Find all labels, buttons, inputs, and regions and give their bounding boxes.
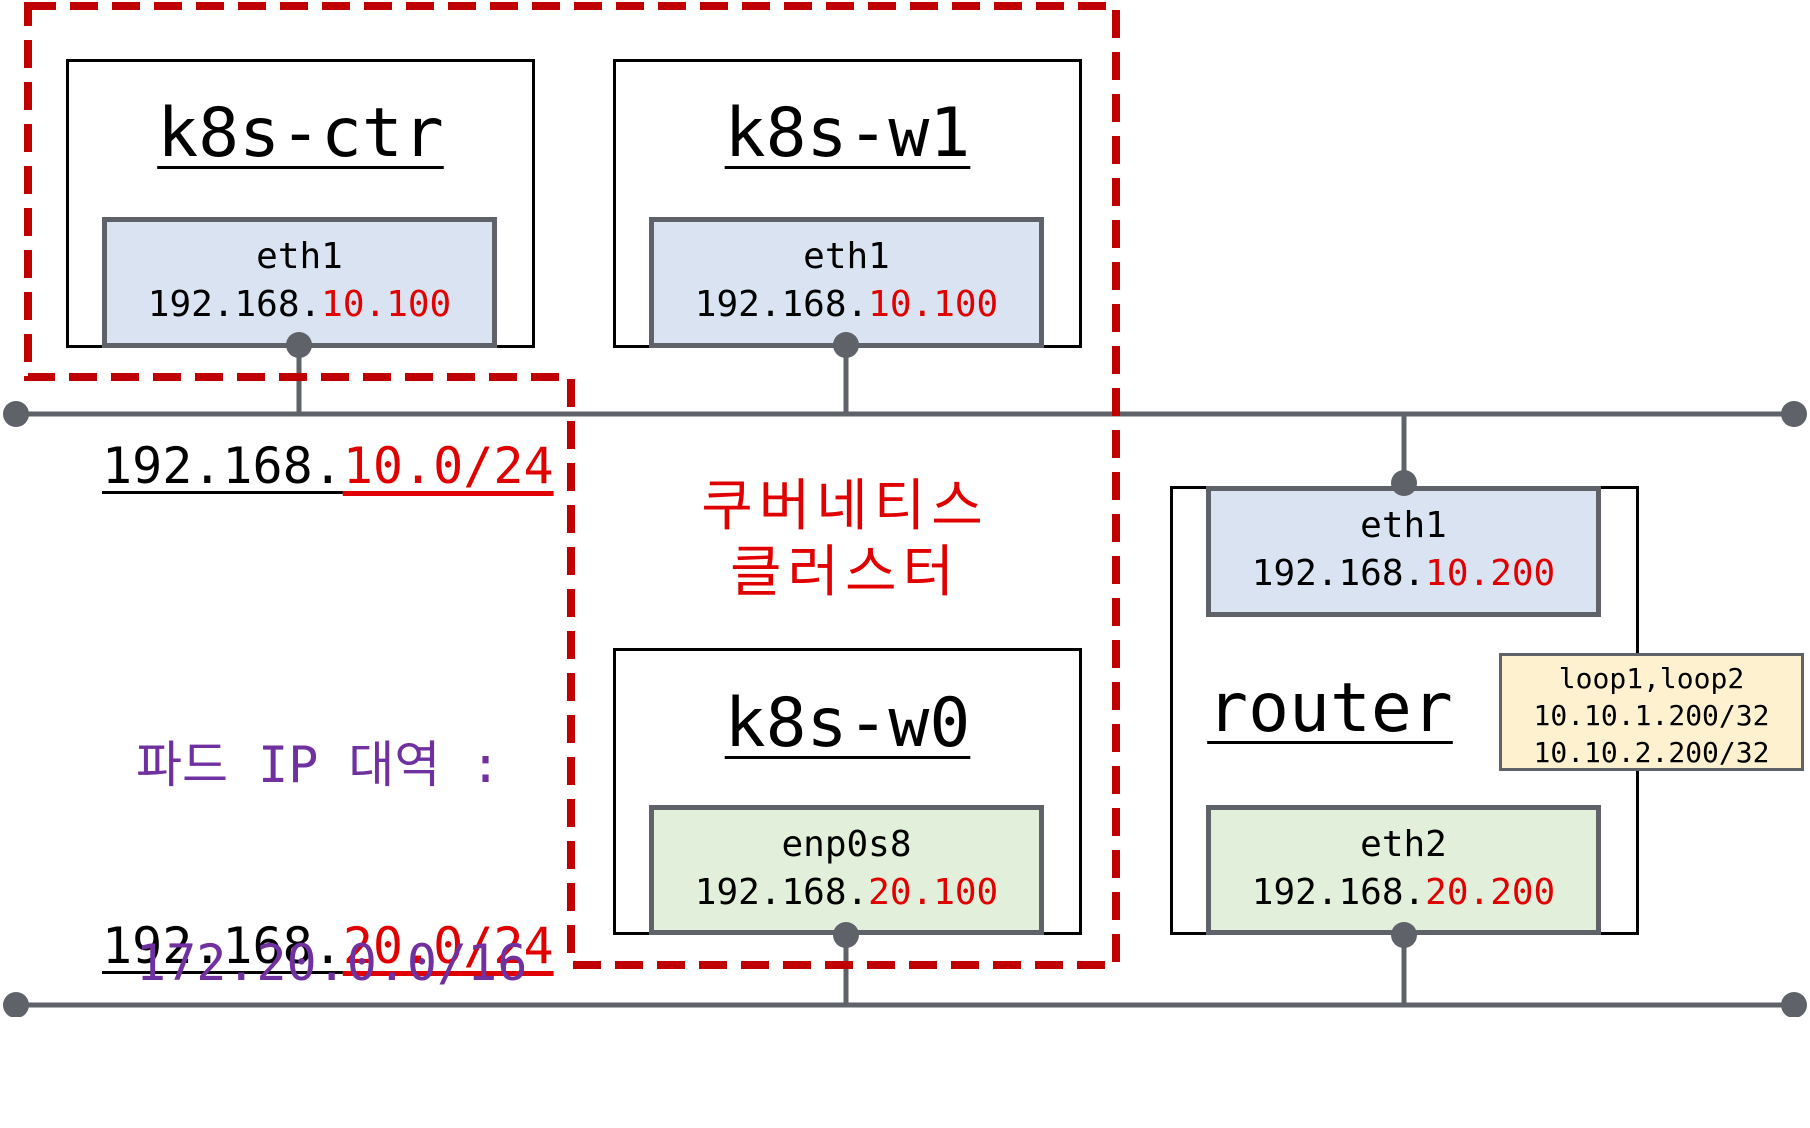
dot-k8s-w0-enp0s8: [833, 922, 859, 948]
pod-cidr-value: 172.20.0.0/16: [136, 934, 528, 992]
iface-ip: 192.168.20.100: [694, 872, 999, 913]
cluster-label-line2: 클러스터: [729, 540, 961, 605]
bus-20-left-endpoint: [3, 992, 29, 1017]
network-label-20: 192.168.20.0/24: [102, 917, 554, 975]
dot-k8s-w1-eth1: [833, 332, 859, 358]
loopback-names: loop1,loop2: [1558, 662, 1745, 695]
node-title: k8s-w1: [724, 94, 971, 173]
node-title: k8s-ctr: [157, 94, 444, 173]
iface-ip: 192.168.10.100: [147, 284, 452, 325]
iface-router-eth2: eth2 192.168.20.200: [1206, 805, 1601, 935]
iface-name: eth1: [1360, 505, 1447, 546]
iface-ip: 192.168.10.100: [694, 284, 999, 325]
iface-ip: 192.168.20.200: [1251, 872, 1556, 913]
iface-k8s-ctr-eth1: eth1 192.168.10.100: [102, 217, 497, 348]
node-title: k8s-w0: [724, 684, 971, 763]
loopback-ip-1: 10.10.1.200/32: [1533, 699, 1770, 732]
iface-router-eth1: eth1 192.168.10.200: [1206, 486, 1601, 617]
bus-20-right-endpoint: [1781, 992, 1807, 1017]
iface-ip: 192.168.10.200: [1251, 553, 1556, 594]
network-label-10: 192.168.10.0/24: [102, 437, 554, 495]
cluster-label-line1: 쿠버네티스: [701, 474, 989, 539]
dot-router-eth2: [1391, 922, 1417, 948]
iface-name: enp0s8: [781, 824, 912, 865]
connector-dots: [286, 332, 1417, 948]
router-loopbacks: loop1,loop2 10.10.1.200/32 10.10.2.200/3…: [1499, 653, 1804, 771]
loopback-ip-2: 10.10.2.200/32: [1533, 736, 1770, 769]
network-diagram: k8s-ctr eth1 192.168.10.100 k8s-w1 eth1 …: [3, 2, 1807, 1017]
iface-k8s-w1-eth1: eth1 192.168.10.100: [649, 217, 1044, 348]
iface-name: eth2: [1360, 824, 1447, 865]
iface-name: eth1: [803, 236, 890, 277]
iface-k8s-w0-enp0s8: enp0s8 192.168.20.100: [649, 805, 1044, 935]
dot-k8s-ctr-eth1: [286, 332, 312, 358]
router-title: router: [1207, 669, 1453, 748]
pod-cidr-title: 파드 IP 대역 :: [136, 736, 501, 794]
cluster-label: 쿠버네티스 클러스터: [680, 474, 1010, 606]
bus-10-left-endpoint: [3, 401, 29, 427]
dot-router-eth1: [1391, 470, 1417, 496]
pod-cidr-label: 파드 IP 대역 : 172.20.0.0/16: [136, 600, 527, 1128]
cluster-boundary: [24, 2, 1120, 969]
iface-name: eth1: [256, 236, 343, 277]
bus-10-right-endpoint: [1781, 401, 1807, 427]
